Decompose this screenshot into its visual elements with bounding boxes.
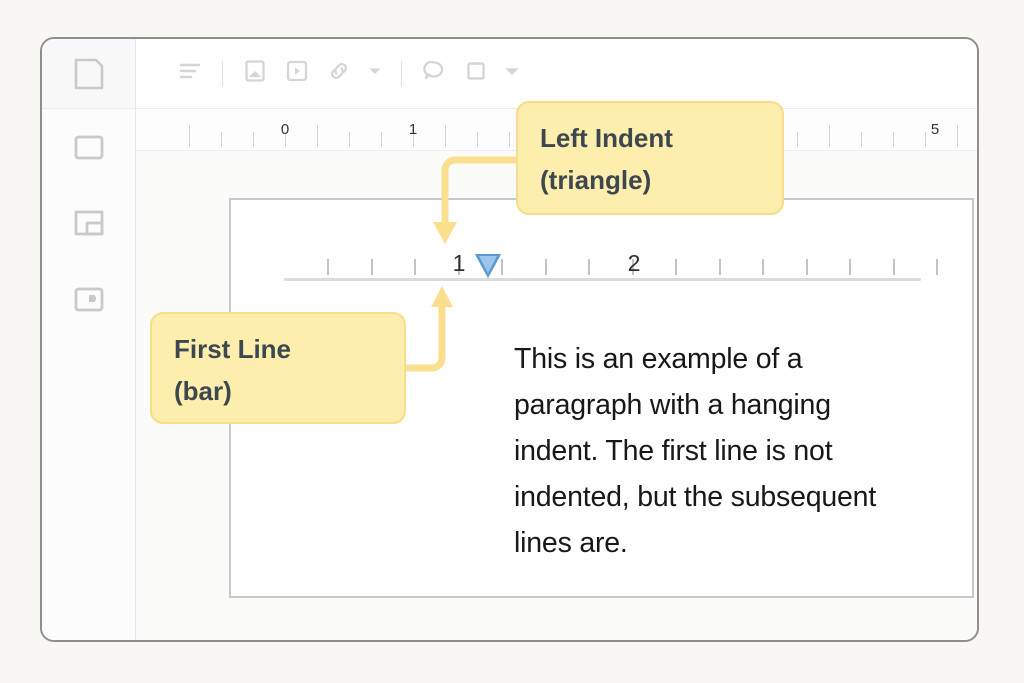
ruler-tick	[925, 132, 926, 147]
ruler-tick	[221, 132, 222, 147]
insert-image-button[interactable]	[234, 53, 276, 95]
comment-icon	[421, 58, 447, 89]
insert-link-button[interactable]	[318, 53, 360, 95]
ruler-tick	[797, 132, 798, 147]
left-rail	[42, 39, 136, 640]
toolbar	[136, 39, 977, 109]
ruler-number: 1	[408, 121, 418, 138]
rail-item-layers[interactable]	[42, 185, 135, 261]
image-icon	[242, 58, 268, 89]
text-align-button[interactable]	[169, 53, 211, 95]
video-icon	[284, 58, 310, 89]
document-ruler-tick	[718, 259, 721, 275]
ruler-tick	[413, 132, 414, 147]
ruler-tick	[445, 125, 446, 147]
link-icon	[326, 58, 352, 89]
document-ruler-tick	[414, 259, 416, 275]
document-ruler-tick	[457, 259, 460, 275]
page-icon	[67, 52, 111, 96]
ruler-tick	[285, 132, 286, 147]
document-ruler-tick	[762, 259, 764, 275]
ruler-tick	[893, 132, 894, 147]
toolbar-separator-1	[222, 60, 223, 87]
ruler-tick	[253, 132, 254, 147]
document-ruler-tick	[501, 259, 503, 275]
document-ruler-tick	[631, 259, 634, 275]
document-ruler-tick	[588, 259, 590, 275]
document-ruler-tick	[892, 259, 895, 275]
callout-first-line: First Line (bar)	[150, 312, 406, 424]
rail-item-frame[interactable]	[42, 261, 135, 337]
ruler-tick	[957, 125, 958, 147]
frame-icon	[67, 277, 111, 321]
chevron-down-icon	[503, 62, 521, 85]
square-icon	[463, 58, 489, 89]
shape-more-dropdown[interactable]	[497, 53, 527, 95]
document-ruler-tick	[370, 259, 373, 275]
document-ruler-tick	[327, 259, 329, 275]
document-ruler-tick	[805, 259, 808, 275]
toolbar-separator-2	[401, 60, 402, 87]
document-ruler-tick	[675, 259, 677, 275]
left-indent-marker[interactable]	[475, 254, 501, 278]
ruler-tick	[477, 132, 478, 147]
document-ruler-tick	[849, 259, 851, 275]
document-ruler-number: 2	[627, 250, 641, 276]
rail-item-page[interactable]	[42, 39, 135, 109]
ruler-tick	[189, 125, 190, 147]
document-ruler-number: 1	[452, 250, 466, 276]
ruler-number: 5	[930, 121, 940, 138]
chevron-down-icon	[367, 63, 383, 84]
ruler-baseline	[284, 278, 921, 281]
layers-icon	[67, 201, 111, 245]
insert-more-dropdown[interactable]	[360, 53, 390, 95]
ruler-number: 0	[280, 121, 290, 138]
callout-left-indent: Left Indent (triangle)	[516, 101, 784, 215]
ruler-tick	[509, 132, 510, 147]
ruler-tick	[829, 125, 830, 147]
paragraph-text: This is an example of a paragraph with a…	[514, 343, 877, 559]
insert-video-button[interactable]	[276, 53, 318, 95]
ruler-tick	[381, 132, 382, 147]
rail-item-shape[interactable]	[42, 109, 135, 185]
ruler-tick	[861, 132, 862, 147]
document-ruler-tick	[936, 259, 938, 275]
rectangle-icon	[67, 125, 111, 169]
ruler-tick	[349, 132, 350, 147]
document-ruler-tick	[544, 259, 547, 275]
text-align-icon	[177, 58, 203, 89]
comment-button[interactable]	[413, 53, 455, 95]
shape-button[interactable]	[455, 53, 497, 95]
ruler-tick	[317, 125, 318, 147]
